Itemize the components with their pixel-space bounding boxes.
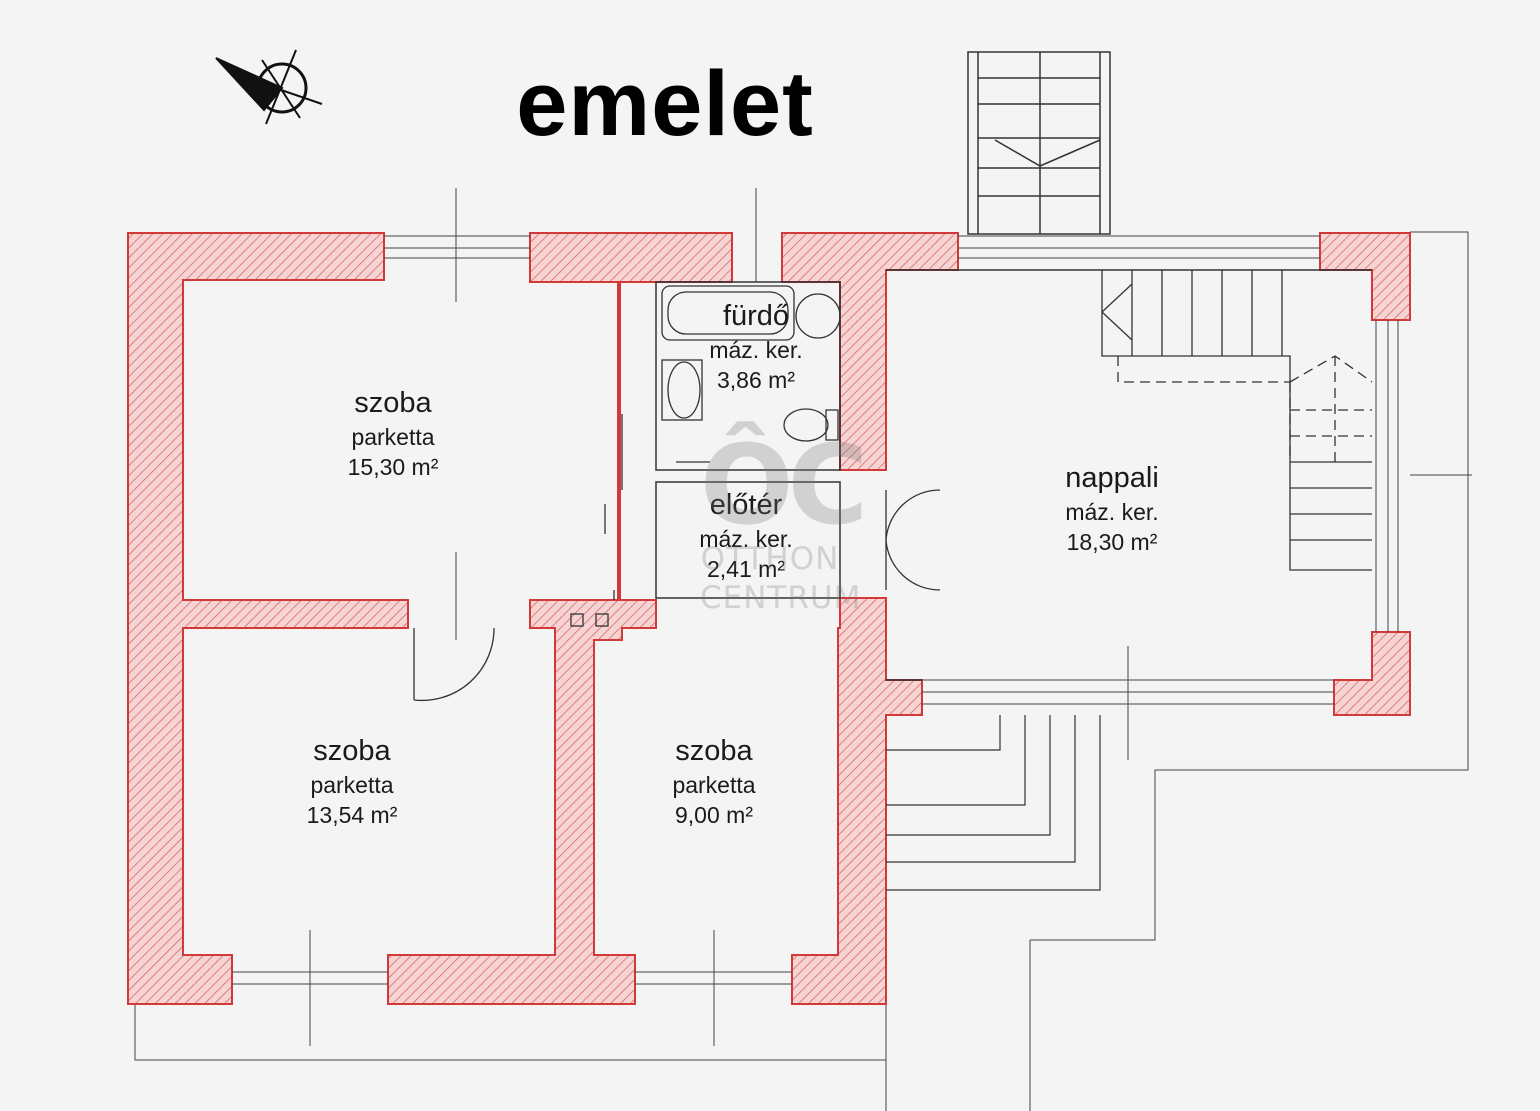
room-outlines bbox=[655, 269, 1372, 681]
room-area: 9,00 m² bbox=[675, 801, 753, 828]
bathroom-fixtures bbox=[661, 285, 841, 463]
terrace-lines bbox=[886, 715, 1101, 891]
room-name: előtér bbox=[709, 489, 783, 521]
room-floor: máz. ker. bbox=[1065, 498, 1159, 525]
toilet-icon bbox=[795, 293, 841, 339]
room-name: nappali bbox=[1065, 462, 1159, 494]
guide-lines bbox=[134, 188, 1472, 1111]
watermark-line-1: OTTHON bbox=[700, 541, 840, 577]
room-label-szoba-1: szoba parketta 15,30 m² bbox=[293, 385, 493, 482]
room-name: szoba bbox=[313, 735, 391, 767]
room-label-furdo: fürdő máz. ker. 3,86 m² bbox=[676, 298, 836, 395]
room-name: fürdő bbox=[722, 300, 790, 332]
room-name: szoba bbox=[675, 735, 753, 767]
sink-icon bbox=[667, 361, 701, 419]
room-floor: máz. ker. bbox=[709, 336, 803, 363]
interior-staircase bbox=[1101, 270, 1373, 571]
room-area: 18,30 m² bbox=[1066, 528, 1158, 555]
room-floor: parketta bbox=[351, 423, 435, 450]
room-area: 15,30 m² bbox=[347, 453, 439, 480]
room-name: szoba bbox=[354, 387, 432, 419]
room-floor: parketta bbox=[672, 771, 756, 798]
walls bbox=[127, 232, 1411, 1005]
room-floor: parketta bbox=[310, 771, 394, 798]
floor-title: emelet bbox=[516, 53, 814, 155]
room-label-szoba-2: szoba parketta 13,54 m² bbox=[252, 733, 452, 830]
external-staircase bbox=[967, 51, 1111, 235]
room-label-nappali: nappali máz. ker. 18,30 m² bbox=[1012, 460, 1212, 557]
room-area: 2,41 m² bbox=[707, 555, 785, 582]
windows bbox=[232, 235, 1399, 985]
room-floor: máz. ker. bbox=[699, 525, 793, 552]
doors bbox=[413, 414, 941, 702]
room-label-szoba-3: szoba parketta 9,00 m² bbox=[614, 733, 814, 830]
bathtub-icon bbox=[661, 285, 795, 341]
room-area: 3,86 m² bbox=[717, 366, 795, 393]
watermark-mark: ÔC bbox=[700, 421, 868, 549]
watermark-line-2: CENTRUM bbox=[700, 579, 862, 616]
room-label-eloter: előtér máz. ker. 2,41 m² bbox=[666, 487, 826, 584]
room-area: 13,54 m² bbox=[306, 801, 398, 828]
compass-icon bbox=[215, 49, 323, 125]
watermark-logo: ÔC OTTHON CENTRUM bbox=[700, 421, 868, 618]
